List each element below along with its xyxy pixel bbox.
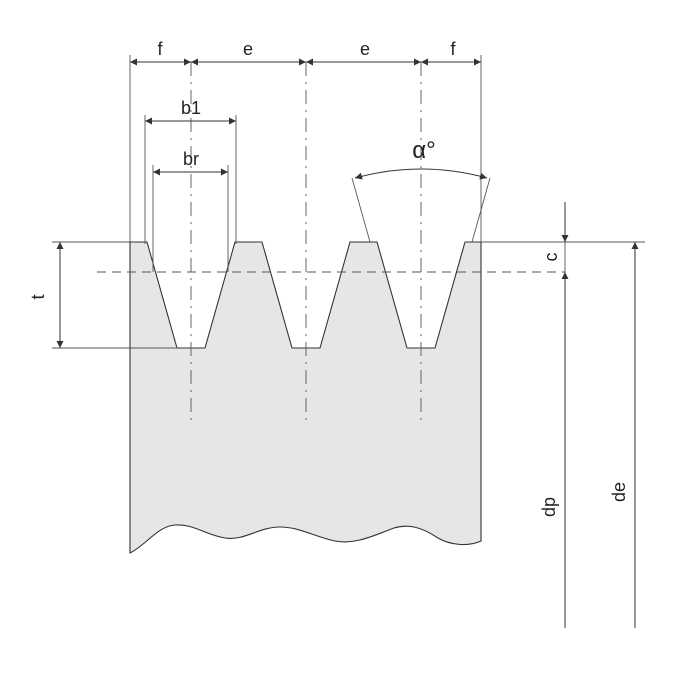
ext-alpha-left [351, 177, 371, 243]
label-b1: b1 [181, 98, 201, 118]
label-t: t [28, 294, 48, 299]
ext-alpha-right [471, 177, 491, 243]
label-e-left: e [243, 39, 253, 59]
label-de: de [609, 482, 629, 502]
label-c: c [541, 253, 561, 262]
label-e-right: e [360, 39, 370, 59]
label-f-left: f [157, 39, 163, 59]
label-f-right: f [450, 39, 456, 59]
dim-alpha-arc [354, 168, 488, 180]
pulley-body [129, 241, 482, 554]
label-dp: dp [539, 497, 559, 517]
label-br: br [183, 149, 199, 169]
label-alpha: α° [412, 137, 435, 164]
